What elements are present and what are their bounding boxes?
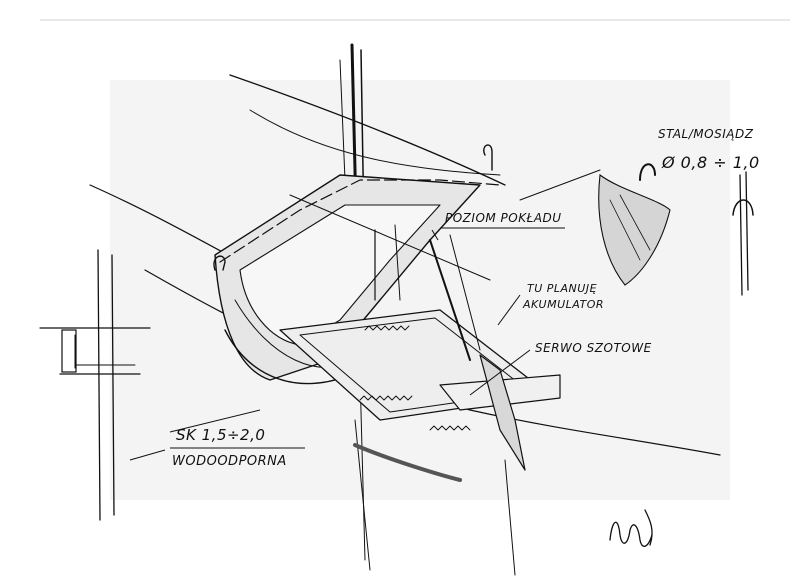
pin-line-a [739,174,743,296]
hook-detail [598,163,754,296]
pin-line-b [745,171,749,291]
side-panel [479,354,526,471]
hook-top-right [483,144,493,171]
mast-step-detail [39,249,151,521]
clip-hatch-b [619,194,651,251]
mast-line-c [339,59,346,181]
servo-leader [469,349,531,396]
hatched-strip [353,443,462,482]
frame-top-dashed [219,179,501,263]
battery-label-line1: TU PLANUJĘ [527,282,597,295]
diameter-label: Ø 0,8 ÷ 1,0 [661,153,760,172]
lower-rib [224,329,351,385]
clip-hook [639,163,656,181]
post-b [394,224,401,301]
signature [609,509,653,547]
diagonal-brace [429,239,471,361]
sheet-line-2 [519,169,601,201]
clip-shape [598,173,671,286]
zigzag-b [359,395,413,401]
hook-left [213,255,226,271]
clip-hatch-a [609,199,641,261]
servo-label: SERWO SZOTOWE [535,341,652,355]
pin-loop [732,199,754,216]
signature-stroke-a [609,521,653,547]
main-frame-sketch [89,43,721,576]
frame-cutout [239,204,441,346]
keel-line-b [504,459,516,576]
battery-leader [497,294,521,326]
zigzag-c [429,425,471,431]
plywood-leader-2 [129,449,166,461]
signature-stroke-b [644,509,653,546]
plywood-leader [169,409,261,433]
battery-label-line2: AKUMULATOR [522,298,604,311]
sheet-line [289,194,491,281]
deck-level-label: POZIOM POKŁADU [445,211,562,225]
plywood-thickness-label: SK 1,5÷2,0 [176,426,265,444]
diagonal-brace-2 [449,234,481,351]
zigzag-a [364,325,410,331]
deck-level-leader [431,229,439,241]
underlay-sheet [110,80,730,500]
material-label: STAL/MOSIĄDZ [658,127,754,141]
deck-curve [249,109,501,176]
hull-line-top [229,74,506,186]
detail-post-b [111,254,115,516]
leader-lines [129,227,565,461]
detail-post-a [97,249,101,521]
plywood-type-label: WODOODPORNA [172,454,287,469]
detail-block [61,329,77,373]
